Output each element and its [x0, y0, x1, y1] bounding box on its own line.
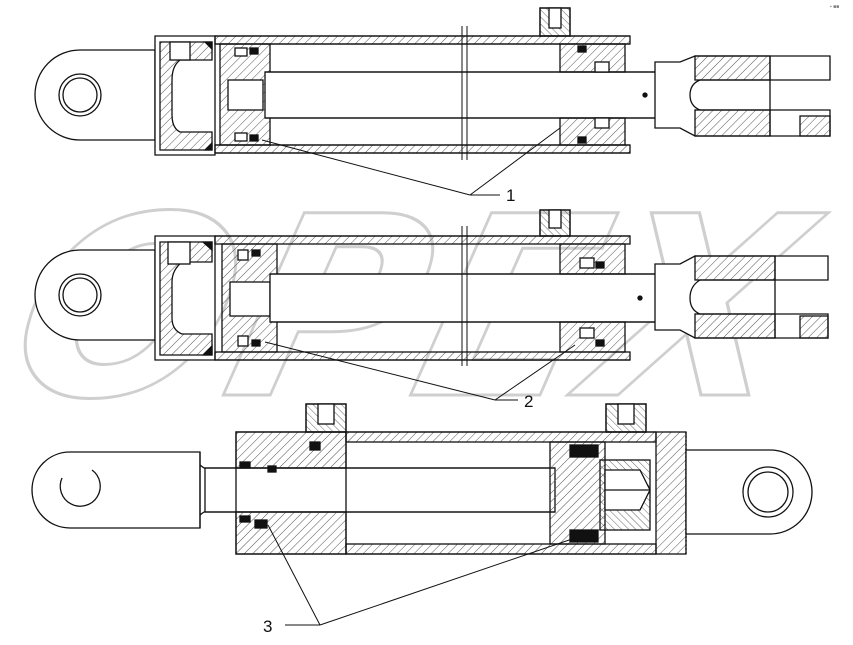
bottom-cylinder-piston [549, 441, 651, 545]
middle-cylinder [34, 209, 829, 366]
bottom-cylinder-port-left [305, 403, 347, 433]
corner-mark: ▪ ■■ [830, 4, 839, 10]
top-cylinder-piston [219, 43, 271, 146]
callout-1: 1 [261, 127, 561, 205]
bottom-cylinder-base-eye [685, 449, 813, 535]
bottom-cylinder-rod-eye [31, 451, 211, 529]
top-cylinder-port [539, 7, 571, 37]
bottom-cylinder-port-right [605, 403, 647, 433]
middle-cylinder-eye [34, 249, 156, 341]
top-cylinder-break [461, 26, 468, 160]
top-cylinder-gland [559, 43, 626, 146]
callout-1-label: 1 [506, 186, 515, 205]
top-cylinder-rod [264, 71, 666, 119]
bottom-cylinder-rod [204, 467, 556, 513]
middle-cylinder-gland [559, 243, 626, 353]
top-cylinder-clevis [654, 55, 831, 137]
top-cylinder [34, 7, 831, 160]
callout-3: 3 [263, 524, 576, 636]
middle-cylinder-piston [221, 243, 278, 353]
callout-3-label: 3 [263, 617, 272, 636]
bottom-cylinder-gland [235, 431, 347, 555]
middle-cylinder-port [539, 209, 571, 237]
bottom-cylinder-end-cap [655, 431, 687, 555]
middle-cylinder-clevis [654, 255, 829, 339]
callout-2-label: 2 [524, 392, 533, 411]
middle-cylinder-break [461, 226, 468, 366]
bottom-cylinder [31, 403, 813, 555]
middle-cylinder-rod [269, 273, 661, 323]
middle-cylinder-end-cap [154, 235, 216, 361]
top-cylinder-end-cap [154, 35, 216, 156]
callout-2: 2 [264, 341, 576, 411]
top-cylinder-eye [34, 49, 156, 141]
